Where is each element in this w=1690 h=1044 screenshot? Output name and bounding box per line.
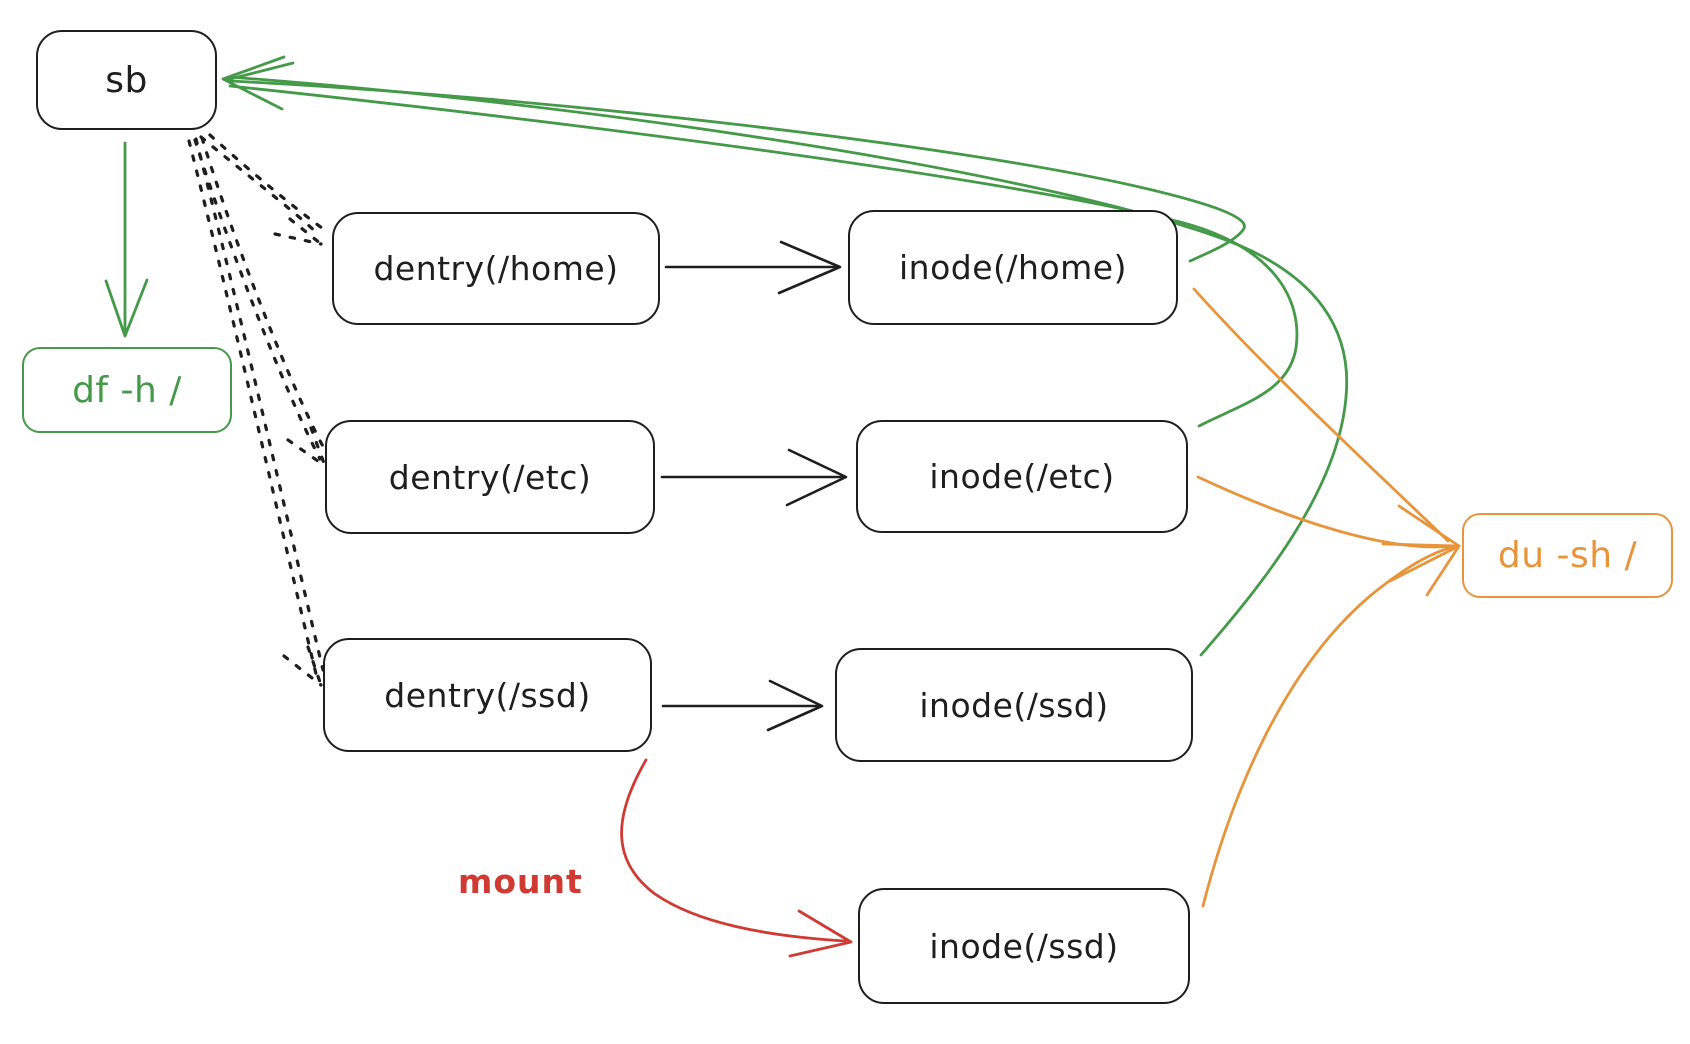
arrowhead-into-du	[1381, 504, 1461, 597]
node-dentry-home: dentry(/home)	[332, 212, 660, 325]
du-arrowhead-stroke-1	[1397, 504, 1461, 548]
du-arrowhead-stroke-4	[1425, 544, 1461, 597]
node-dentry-ssd: dentry(/ssd)	[323, 638, 652, 752]
edge-inode-ssd-mid-to-sb	[227, 75, 1349, 657]
node-inode-home: inode(/home)	[848, 210, 1178, 325]
edge-inode-home-to-du	[1192, 287, 1450, 543]
sb-arrowhead-stroke-1	[221, 55, 286, 111]
edge-mount-line	[620, 758, 847, 943]
edge-inode-etc-to-du-line	[1196, 475, 1454, 549]
edge-mount-arrowhead	[788, 909, 853, 958]
node-inode-ssd-mounted: inode(/ssd)	[858, 888, 1190, 1004]
edge-sb-to-dentry-home-arrowhead	[273, 217, 323, 246]
node-dentry-etc: dentry(/etc)	[325, 420, 655, 534]
edge-inode-ssd-bottom-to-du-line	[1201, 545, 1455, 908]
sb-arrowhead-stroke-2	[224, 61, 295, 82]
node-inode-etc: inode(/etc)	[856, 420, 1188, 533]
node-superblock: sb	[36, 30, 217, 130]
edge-dentry-etc-to-inode-etc	[660, 448, 848, 507]
edge-dentry-ssd-to-inode-ssd-mid	[661, 679, 824, 732]
edge-sb-to-dentry-home	[199, 133, 324, 246]
arrowhead-into-sb	[221, 55, 295, 111]
edge-dentry-home-to-inode-home-arrowhead	[777, 240, 842, 295]
edge-inode-etc-to-du	[1196, 475, 1454, 549]
mount-edge-label: mount	[458, 862, 583, 901]
du-arrowhead-stroke-2	[1381, 542, 1461, 548]
edge-dentry-etc-to-inode-etc-arrowhead	[785, 448, 848, 507]
edge-inode-ssd-bottom-to-du	[1201, 545, 1455, 908]
node-inode-ssd-mid: inode(/ssd)	[835, 648, 1193, 762]
edge-dentry-ssd-to-inode-ssd-mid-arrowhead	[766, 679, 824, 732]
du-arrowhead-stroke-3	[1388, 544, 1461, 583]
node-du-command: du -sh /	[1462, 513, 1673, 598]
node-df-command: df -h /	[22, 347, 232, 433]
edge-sb-to-dentry-home-line-b	[208, 133, 324, 230]
edge-inode-ssd-mid-to-sb-line	[227, 75, 1349, 657]
edge-dentry-ssd-to-inode-ssd-bottom-mount	[620, 758, 853, 958]
edge-inode-home-to-du-line	[1192, 287, 1450, 543]
edge-sb-to-dentry-ssd-arrowhead	[282, 645, 323, 687]
edge-sb-to-dentry-home-line-a	[199, 135, 319, 235]
edge-dentry-home-to-inode-home	[664, 240, 842, 295]
edge-sb-to-dentry-etc-arrowhead	[286, 426, 327, 468]
edge-sb-to-df	[104, 141, 149, 338]
edge-sb-to-df-arrowhead	[104, 278, 149, 338]
